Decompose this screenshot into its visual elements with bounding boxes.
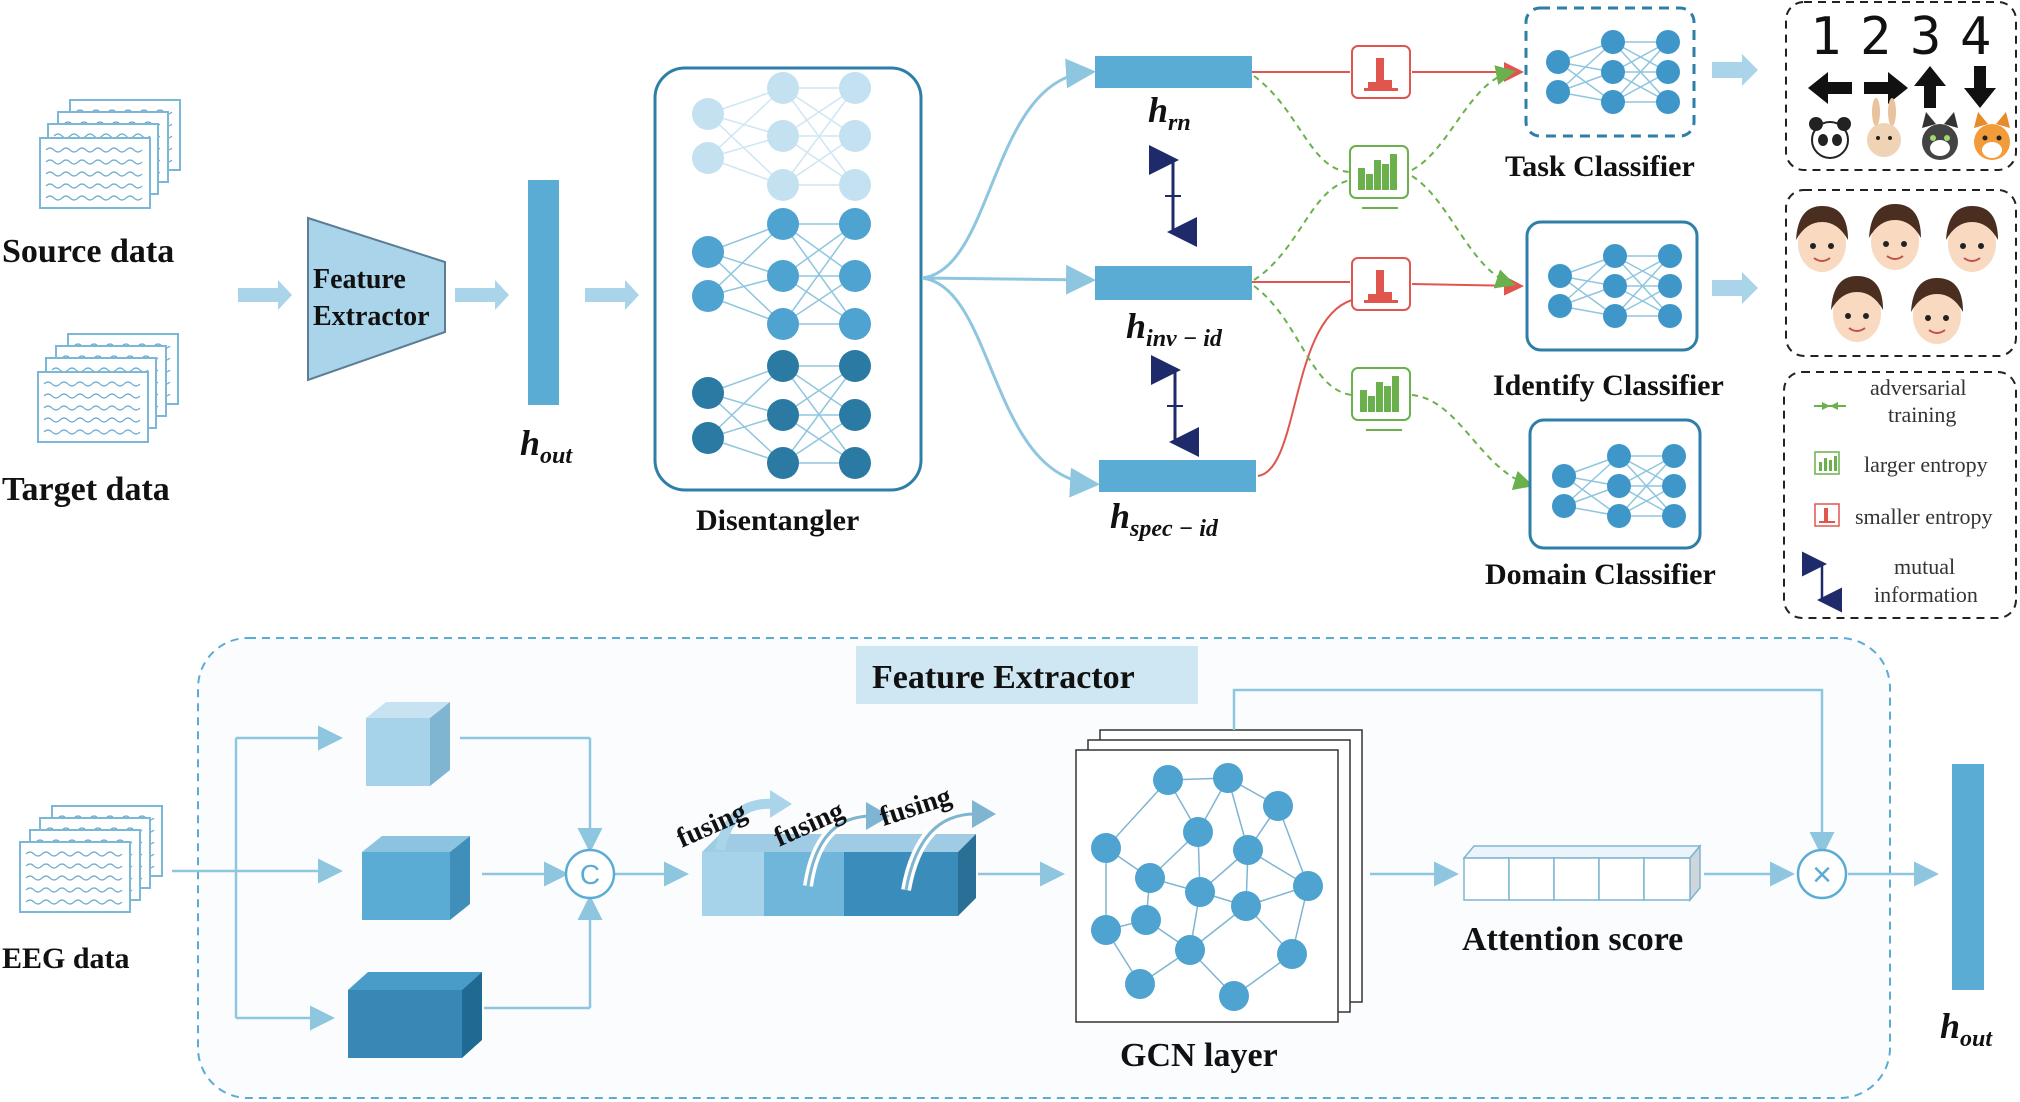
green-hist-1 [1349,145,1409,199]
domain-classifier-label: Domain Classifier [1485,558,1716,591]
digit-4: 4 [1960,7,1991,67]
green-arrow-domain [1411,394,1534,490]
hout-bar [528,180,559,405]
hout-output-label: hout [1940,1006,1993,1052]
adversarial-legend-icon [1814,402,1846,410]
red-curve-spec [1257,299,1353,477]
hinv-bar [1095,266,1252,300]
feature-extractor-block [307,216,446,382]
attention-score-cells [1462,843,1702,903]
arrow-to-extractor [238,280,292,310]
eeg-data-sheets [19,805,163,913]
legend-adversarial-2: training [1888,402,1956,427]
legend-mutual-2: information [1874,582,1978,607]
multiply-node [1796,848,1848,900]
source-data-label: Source data [2,233,174,270]
arrow-right-icon [1864,72,1908,104]
legend-mutual-1: mutual [1894,554,1955,579]
hout-label: hout [520,423,573,469]
legend-box [1783,371,2017,619]
conv-cube-large [348,972,482,1058]
concat-node [564,848,616,900]
arrow-left-icon [1808,72,1852,104]
face-icon-4 [1830,275,1884,343]
arrow-to-hout [455,280,509,310]
disentangler-net-light [692,72,871,201]
animal-faces [1809,98,2010,160]
fusing-arrows [715,790,996,891]
attention-score-label: Attention score [1462,921,1683,958]
panda-icon [1809,117,1851,159]
eeg-data-label: EEG data [2,942,130,975]
red-hist-identify [1351,257,1411,311]
smaller-entropy-legend-icon [1814,503,1840,527]
cat-icon [1922,112,1958,160]
conv-cube-small [366,702,450,786]
gcn-layer-label: GCN layer [1120,1037,1278,1074]
feature-extractor-title: Feature Extractor [872,659,1135,696]
feature-extractor-label-1: Feature [313,264,406,295]
face-icon-3 [1945,205,1999,273]
red-hist-task [1351,45,1411,99]
digit-1: 1 [1810,7,1841,67]
green-hist-2 [1351,367,1411,421]
hspec-bar [1099,460,1256,492]
disentangler-net-dark [692,350,871,479]
concat-symbol: C [580,859,600,890]
arrow-down-icon [1964,66,1996,108]
legend-larger-entropy: larger entropy [1864,452,1988,477]
multiply-symbol: × [1812,856,1832,894]
gcn-graph [1091,763,1323,1011]
hspec-label: hspec − id [1110,496,1219,542]
hout-output-bar [1952,764,1984,990]
green-arrow-identify [1411,175,1516,289]
red-arrow-identify [1411,275,1524,296]
face-icon-5 [1910,277,1964,345]
hinv-label: hinv − id [1126,306,1223,352]
digit-2: 2 [1860,7,1891,67]
digit-3: 3 [1910,7,1941,67]
conv-cube-mid [362,836,470,920]
fused-feature-block [702,834,976,916]
rabbit-icon [1867,98,1901,157]
arrow-up-icon [1914,66,1946,108]
arrow-to-disentangler [585,280,639,310]
hrn-label: hrn [1148,90,1191,136]
target-data-sheets [37,333,179,443]
legend-smaller-entropy: smaller entropy [1855,504,1992,529]
arrow-to-hrn [921,58,1096,280]
arrow-to-hinv [921,264,1096,295]
legend-adversarial-1: adversarial [1870,375,1967,400]
feature-extractor-label-2: Extractor [313,301,430,332]
face-icon-1 [1795,205,1849,273]
identify-classifier-label: Identify Classifier [1493,369,1724,402]
green-arrow-task [1411,65,1516,171]
shiba-icon [1974,112,2010,160]
larger-entropy-legend-icon [1814,451,1840,475]
face-icon-2 [1868,203,1922,271]
disentangler-label: Disentangler [696,504,859,537]
arrow-identify-output [1712,272,1758,304]
disentangler-net-mid [692,208,871,340]
hrn-bar [1095,56,1252,88]
target-data-label: Target data [2,471,170,508]
feature-extractor-title-bg [856,646,1198,704]
source-data-sheets [39,99,181,209]
skip-connection [1232,688,1835,857]
task-classifier-label: Task Classifier [1505,150,1695,183]
arrow-task-output [1712,54,1758,86]
arrow-to-hspec [921,276,1100,498]
